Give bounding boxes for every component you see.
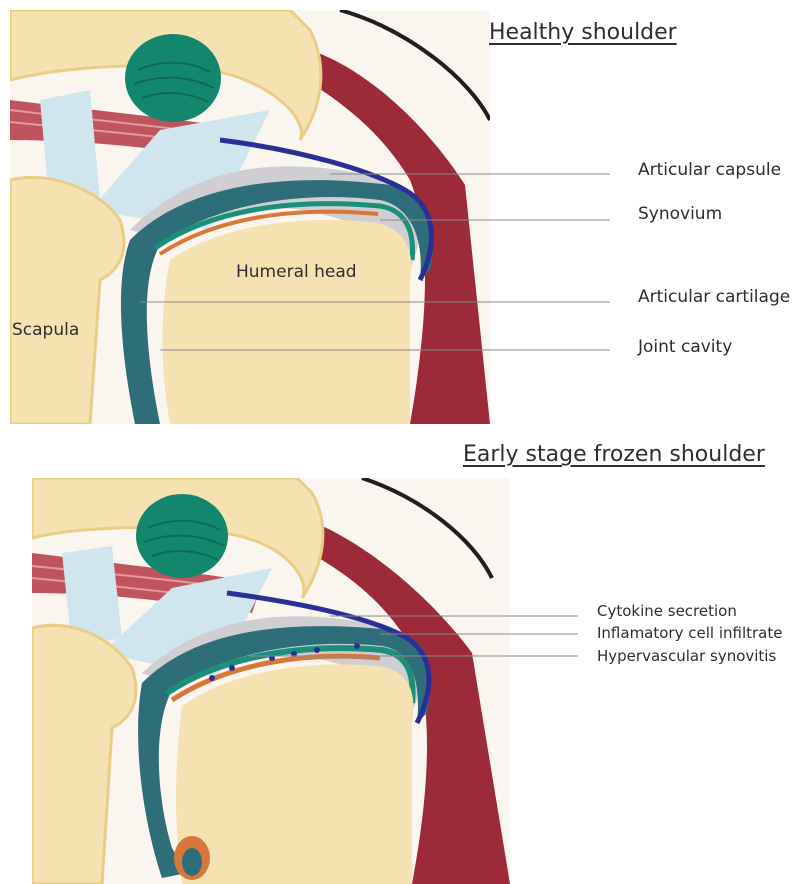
frozen-shoulder-illustration [32, 478, 510, 884]
healthy-shoulder-title: Healthy shoulder [489, 20, 677, 45]
label-inflammatory-cell-infiltrate: Inflamatory cell infiltrate [597, 624, 782, 642]
scapula-bone [10, 177, 124, 424]
frozen-shoulder-svg [32, 478, 510, 884]
scapula-bone [32, 625, 136, 884]
label-cytokine-secretion: Cytokine secretion [597, 602, 737, 620]
humeral-head-bone [176, 664, 413, 884]
humeral-head-bone [163, 220, 412, 424]
healthy-shoulder-svg [10, 10, 490, 424]
label-hypervascular-synovitis: Hypervascular synovitis [597, 647, 776, 665]
frozen-shoulder-title: Early stage frozen shoulder [463, 442, 765, 467]
label-joint-cavity: Joint cavity [638, 337, 732, 357]
label-synovium: Synovium [638, 204, 722, 224]
label-scapula: Scapula [12, 320, 79, 340]
healthy-shoulder-illustration [10, 10, 490, 424]
label-articular-cartilage: Articular cartilage [638, 287, 790, 307]
label-humeral-head: Humeral head [236, 262, 357, 282]
label-articular-capsule: Articular capsule [638, 160, 781, 180]
